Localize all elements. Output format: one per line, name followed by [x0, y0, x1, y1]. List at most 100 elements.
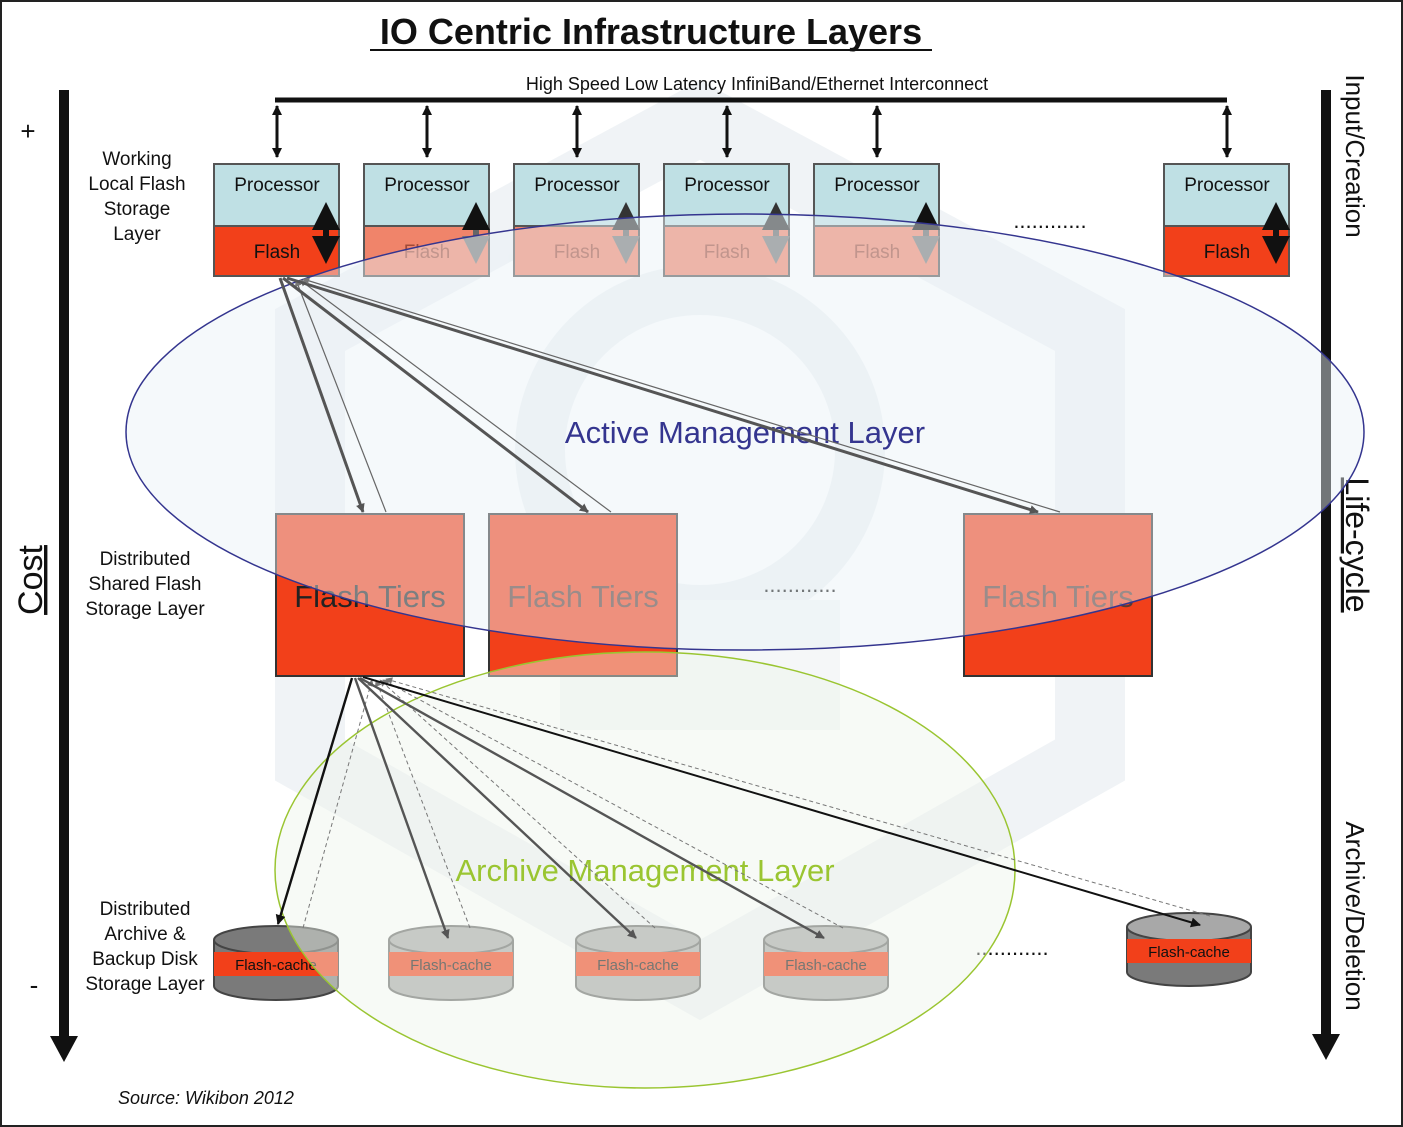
- lifecycle-axis-arrowhead: [1312, 1034, 1340, 1060]
- flow-arrow: [282, 276, 589, 514]
- io-double-arrow-icon: [612, 202, 640, 264]
- processor-ellipsis: ............: [1013, 208, 1086, 233]
- processor-label: Processor: [684, 175, 770, 196]
- processor-label: Processor: [834, 175, 920, 196]
- flow-arrow: [286, 276, 1039, 514]
- archive-layer-line: Backup Disk: [92, 949, 198, 970]
- archive-deletion-label: Archive/Deletion: [1340, 821, 1370, 1010]
- flow-arrow: [359, 676, 825, 940]
- processor-node: Processor Flash: [213, 163, 340, 277]
- flash-label: Flash: [704, 242, 750, 263]
- flash-cache-band: [1127, 939, 1251, 963]
- working-layer-line: Storage: [104, 199, 171, 220]
- disk-ellipsis: ............: [975, 935, 1048, 960]
- flash-cache-band: [389, 952, 513, 976]
- flash-tier-label: Flash Tiers: [294, 579, 446, 614]
- shared-layer-line: Storage Layer: [85, 599, 205, 620]
- active-flows: [278, 276, 1061, 514]
- flash-cache-band: [764, 952, 888, 976]
- flash-box: [363, 225, 490, 277]
- processor-box: [1163, 163, 1290, 227]
- flash-tier: Flash Tiers: [963, 513, 1153, 677]
- io-double-arrow-icon: [762, 202, 790, 264]
- flash-box: [213, 225, 340, 277]
- archive-layer-line: Storage Layer: [85, 974, 205, 995]
- flash-tier-box: [488, 513, 678, 677]
- lifecycle-label: Life-cycle: [1339, 477, 1375, 612]
- archive-layer-line: Archive &: [104, 924, 186, 945]
- archive-disk: Flash-cache: [388, 925, 514, 1001]
- cost-plus-sign: +: [20, 116, 35, 146]
- archive-disk: Flash-cache: [763, 925, 889, 1001]
- processor-box: [363, 163, 490, 227]
- flash-label: Flash: [1204, 242, 1250, 263]
- tier-ellipsis: ............: [763, 572, 836, 597]
- shared-layer-label: Distributed Shared Flash Storage Layer: [85, 549, 205, 620]
- io-double-arrow-icon: [312, 202, 340, 264]
- flow-arrow: [295, 279, 387, 513]
- cost-axis-arrowhead: [50, 1036, 78, 1062]
- io-double-arrow-icon: [462, 202, 490, 264]
- archive-flows: [275, 676, 1211, 940]
- flow-arrow: [275, 677, 354, 925]
- flash-box: [513, 225, 640, 277]
- flash-label: Flash: [554, 242, 600, 263]
- flash-cache-band: [576, 952, 700, 976]
- flash-box: [1163, 225, 1290, 277]
- processor-node: Processor Flash: [513, 163, 640, 277]
- bus-links: [272, 105, 1232, 158]
- flash-cache-label: Flash-cache: [1148, 944, 1230, 961]
- flow-arrow: [302, 679, 374, 929]
- shared-layer-line: Distributed: [100, 549, 191, 570]
- flash-cache-label: Flash-cache: [785, 957, 867, 974]
- flow-arrow: [299, 279, 612, 513]
- archive-disk: Flash-cache: [1126, 912, 1252, 987]
- flash-tier-box: [275, 513, 465, 677]
- processor-box: [513, 163, 640, 227]
- io-double-arrow-icon: [1262, 202, 1290, 264]
- processor-node: Processor Flash: [363, 163, 490, 277]
- flow-arrow: [362, 676, 1201, 928]
- working-layer-label: Working Local Flash Storage Layer: [88, 149, 185, 245]
- working-layer-line: Layer: [113, 224, 161, 245]
- flash-cache-label: Flash-cache: [410, 957, 492, 974]
- processor-label: Processor: [534, 175, 620, 196]
- processor-label: Processor: [234, 175, 320, 196]
- flow-arrow: [382, 679, 844, 929]
- processor-label: Processor: [384, 175, 470, 196]
- cost-minus-sign: -: [30, 970, 39, 1000]
- processor-node: Processor Flash: [1163, 163, 1290, 277]
- flash-tier-box: [963, 513, 1153, 677]
- diagram-title: IO Centric Infrastructure Layers: [380, 11, 922, 52]
- flow-arrow: [278, 277, 365, 513]
- flash-cache-label: Flash-cache: [235, 957, 317, 974]
- working-layer-line: Local Flash: [88, 174, 185, 195]
- archive-disk: Flash-cache: [575, 925, 701, 1001]
- processor-label: Processor: [1184, 175, 1270, 196]
- processor-node: Processor Flash: [663, 163, 790, 277]
- input-creation-label: Input/Creation: [1340, 74, 1370, 237]
- flow-arrow: [353, 677, 450, 939]
- flow-arrow: [302, 277, 1061, 513]
- flash-tier: Flash Tiers: [275, 513, 465, 677]
- flow-arrow: [357, 677, 637, 939]
- processor-box: [213, 163, 340, 227]
- source-caption: Source: Wikibon 2012: [118, 1088, 294, 1108]
- cost-axis-label: Cost: [12, 544, 50, 614]
- interconnect-label: High Speed Low Latency InfiniBand/Ethern…: [526, 74, 988, 94]
- flow-arrow: [374, 679, 471, 929]
- flow-arrow: [379, 679, 656, 929]
- flash-tier-label: Flash Tiers: [507, 579, 659, 614]
- flash-label: Flash: [254, 242, 300, 263]
- flash-label: Flash: [854, 242, 900, 263]
- archive-layer-label: Distributed Archive & Backup Disk Storag…: [85, 899, 205, 995]
- working-layer-line: Working: [102, 149, 171, 170]
- flow-arrow: [385, 677, 1211, 917]
- shared-layer-line: Shared Flash: [88, 574, 201, 595]
- flash-cache-label: Flash-cache: [597, 957, 679, 974]
- archive-layer-line: Distributed: [100, 899, 191, 920]
- archive-management-label: Archive Management Layer: [455, 853, 834, 888]
- flash-tier: Flash Tiers: [488, 513, 678, 677]
